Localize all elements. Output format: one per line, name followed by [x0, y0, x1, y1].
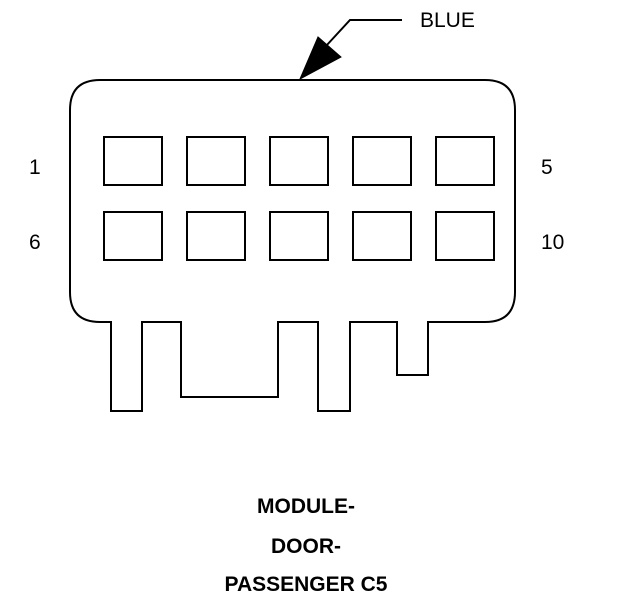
- color-leader-line: [325, 19, 402, 47]
- pin-cavity-4: [352, 136, 412, 186]
- caption-line-3: PASSENGER C5: [224, 573, 388, 596]
- pin-cavity-5: [435, 136, 495, 186]
- pin-cavity-1: [103, 136, 163, 186]
- color-leader-arrowhead: [298, 36, 342, 81]
- pin-cavity-3: [269, 136, 329, 186]
- pin-cavity-9: [352, 211, 412, 261]
- caption-line-2: DOOR-: [271, 535, 341, 558]
- pin-cavity-7: [186, 211, 246, 261]
- pin-label-6: 6: [29, 231, 41, 254]
- pin-cavity-6: [103, 211, 163, 261]
- connector-housing: [69, 79, 516, 412]
- pin-cavity-10: [435, 211, 495, 261]
- pin-label-5: 5: [541, 156, 553, 179]
- connector-color-label: BLUE: [420, 9, 475, 32]
- pin-cavity-2: [186, 136, 246, 186]
- caption-line-1: MODULE-: [257, 495, 355, 518]
- pin-label-10: 10: [541, 231, 565, 254]
- pin-cavity-8: [269, 211, 329, 261]
- pin-label-1: 1: [29, 156, 41, 179]
